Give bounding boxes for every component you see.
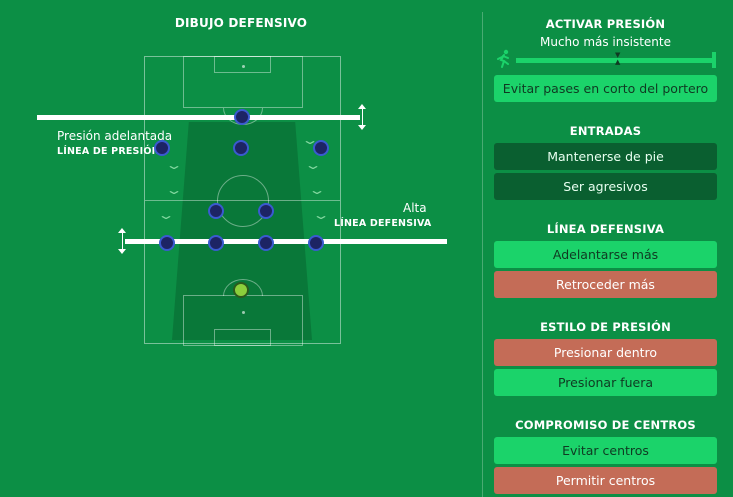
stop-crosses-button[interactable]: Evitar centros xyxy=(494,437,717,464)
defensive-line-drag-handle[interactable] xyxy=(118,228,126,254)
pressing-zone-shade xyxy=(172,122,312,340)
defensive-shape-panel: DIBUJO DEFENSIVO ⌄ ⌄ ⌄ ⌄ ⌄ ⌄ ⌄ Presión a… xyxy=(37,16,447,346)
press-style-section-title: ESTILO DE PRESIÓN xyxy=(540,320,671,334)
press-section-title: ACTIVAR PRESIÓN xyxy=(545,17,666,31)
player-marker xyxy=(234,109,250,125)
force-outside-button[interactable]: Presionar fuera xyxy=(494,369,717,396)
press-level-value: Mucho más insistente xyxy=(540,35,671,49)
defensive-line-value: Alta xyxy=(403,201,427,215)
top-spot xyxy=(242,65,245,68)
bottom-six-yard-box xyxy=(214,329,271,346)
player-marker xyxy=(233,140,249,156)
chevron-down-icon: ⌄ xyxy=(303,158,323,172)
bottom-spot xyxy=(242,311,245,314)
press-intensity-slider[interactable] xyxy=(516,58,715,63)
pressing-line-drag-handle[interactable] xyxy=(358,104,366,130)
instructions-panel: ACTIVAR PRESIÓN Mucho más insistente ▼▲ … xyxy=(483,0,733,497)
player-marker xyxy=(159,235,175,251)
defensive-line-bar[interactable] xyxy=(125,239,447,244)
chevron-down-icon: ⌄ xyxy=(156,208,176,222)
pressing-line-value: Presión adelantada xyxy=(57,129,173,143)
centre-circle xyxy=(217,175,269,227)
tackles-section-title: ENTRADAS xyxy=(569,124,642,138)
panel-divider xyxy=(482,12,483,497)
player-marker xyxy=(258,235,274,251)
player-marker xyxy=(313,140,329,156)
runner-icon xyxy=(497,49,509,68)
step-up-more-button[interactable]: Adelantarse más xyxy=(494,241,717,268)
defensive-shape-title: DIBUJO DEFENSIVO xyxy=(174,16,308,30)
defensive-line-label: LÍNEA DEFENSIVA xyxy=(334,218,432,229)
chevron-down-icon: ⌄ xyxy=(311,208,331,222)
player-marker xyxy=(308,235,324,251)
top-penalty-box xyxy=(183,56,303,108)
invite-crosses-button[interactable]: Permitir centros xyxy=(494,467,717,494)
stay-on-feet-button[interactable]: Mantenerse de pie xyxy=(494,143,717,170)
avoid-short-gk-passes-button[interactable]: Evitar pases en corto del portero xyxy=(494,75,717,102)
top-six-yard-box xyxy=(214,56,271,73)
chevron-down-icon: ⌄ xyxy=(307,183,327,197)
player-marker xyxy=(154,140,170,156)
pitch xyxy=(144,56,341,346)
drop-off-more-button[interactable]: Retroceder más xyxy=(494,271,717,298)
force-inside-button[interactable]: Presionar dentro xyxy=(494,339,717,366)
pressing-line-bar[interactable] xyxy=(37,115,360,120)
goalkeeper-marker xyxy=(233,282,249,298)
press-intensity-slider-handle[interactable] xyxy=(712,52,716,68)
pressing-line-label: LÍNEA DE PRESIÓN xyxy=(57,146,160,157)
get-stuck-in-button[interactable]: Ser agresivos xyxy=(494,173,717,200)
player-marker xyxy=(208,235,224,251)
player-marker xyxy=(258,203,274,219)
defensive-line-section-title: LÍNEA DEFENSIVA xyxy=(546,222,665,236)
chevron-down-icon: ⌄ xyxy=(164,158,184,172)
chevron-down-icon: ⌄ xyxy=(164,183,184,197)
slider-midpoint-marker: ▼▲ xyxy=(615,51,621,66)
crossing-section-title: COMPROMISO DE CENTROS xyxy=(515,418,696,432)
player-marker xyxy=(208,203,224,219)
